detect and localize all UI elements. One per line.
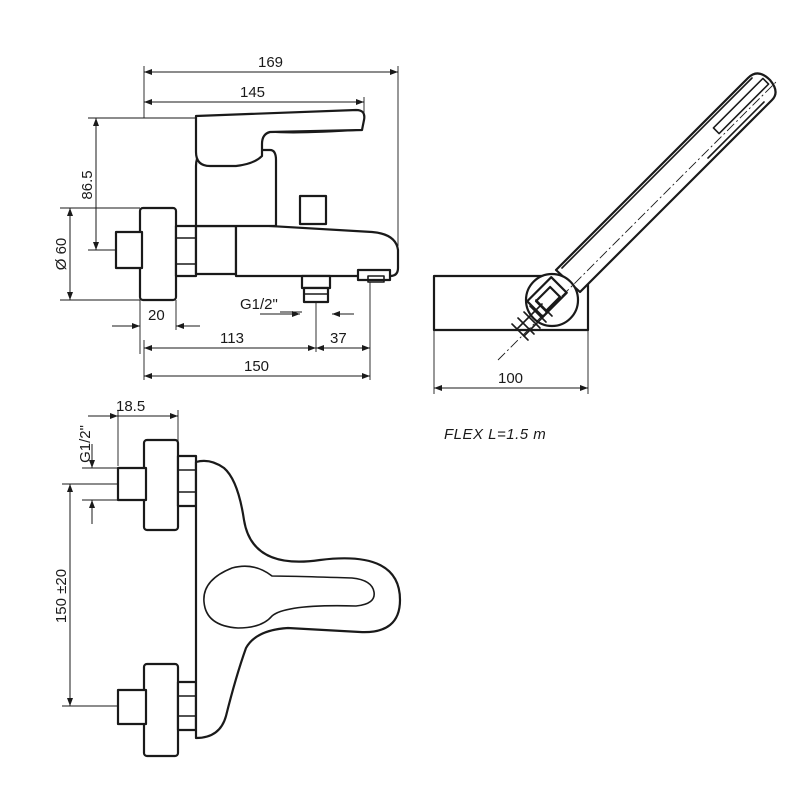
dim-g12-top: G1/2" xyxy=(240,296,278,313)
side-view-dimensions: 18.5 G1/2" 150 ±20 xyxy=(53,398,179,707)
flex-hose-note: FLEX L=1.5 m xyxy=(444,426,546,443)
dim-113: 113 xyxy=(220,330,244,347)
hose-coil xyxy=(511,299,553,341)
top-view-faucet xyxy=(114,108,400,304)
dim-g12-side: G1/2" xyxy=(77,425,94,463)
dim-150: 150 xyxy=(244,358,269,375)
dim-37: 37 xyxy=(330,330,347,347)
dim-150-tol: 150 ±20 xyxy=(53,569,70,623)
dim-86-5: 86.5 xyxy=(79,170,96,199)
dim-20: 20 xyxy=(148,307,165,324)
side-view-faucet xyxy=(116,438,402,758)
dim-18-5: 18.5 xyxy=(116,398,145,415)
hand-shower xyxy=(432,72,777,361)
dim-145: 145 xyxy=(240,84,265,101)
top-view-dimensions: 169 145 86.5 Ø 60 G1/2" 20 113 37 xyxy=(53,54,399,380)
dim-dia-60: Ø 60 xyxy=(53,238,70,271)
hand-shower-dimension: 100 xyxy=(433,330,589,394)
dim-100: 100 xyxy=(498,370,523,387)
dim-169: 169 xyxy=(258,54,283,71)
